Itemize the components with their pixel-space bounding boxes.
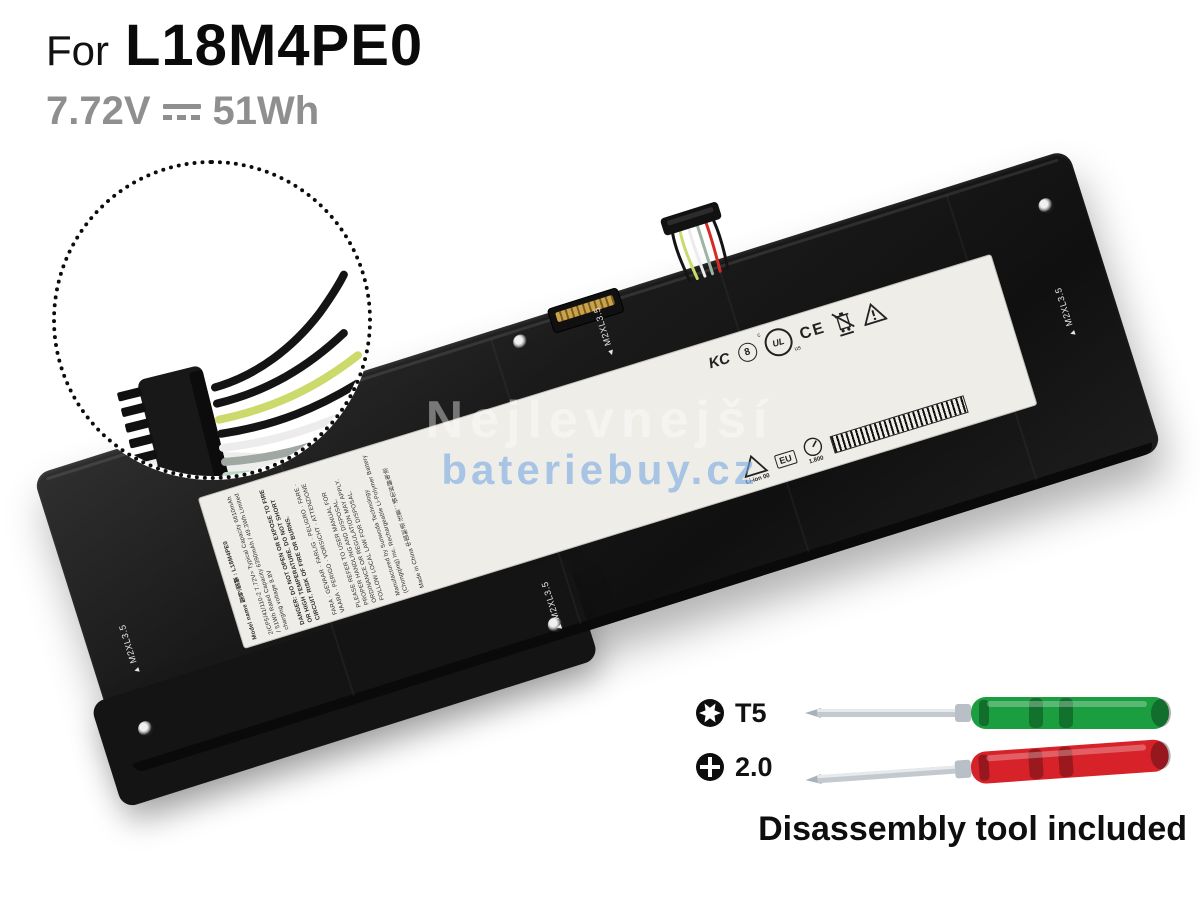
screw-hole (1036, 196, 1056, 216)
screw-marker: ▲ M2XL3.5 (1053, 286, 1078, 338)
screwdriver-ph2 (805, 739, 1171, 784)
title-line: For L18M4PE0 (46, 12, 423, 79)
eu-mark: EU (773, 449, 798, 469)
capacity-value: 51Wh (212, 89, 320, 133)
ce-mark: CE (797, 319, 828, 344)
dc-current-icon (162, 103, 201, 120)
label-certifications: KC 8 c UL us CE (704, 263, 1026, 488)
tool-row-t5: T5 (695, 686, 1187, 740)
torx-icon (696, 699, 724, 727)
cert-marks-row-1: KC 8 c UL us CE (705, 264, 992, 377)
battery-spec-label: Model name 型号/型號 : L18M4PE0 2ICP5/41/110… (197, 253, 1038, 649)
wire-harness-illustration (660, 202, 730, 283)
tool-size-label: T5 (735, 697, 767, 728)
barcode (828, 394, 969, 454)
connector-pins (555, 294, 616, 323)
battery-model-title: L18M4PE0 (125, 13, 424, 78)
header: For L18M4PE0 7.72V 51Wh (46, 12, 423, 134)
screw-marker-label: M2XL3.5 (1052, 286, 1075, 328)
warning-triangle-icon (864, 302, 888, 327)
gauge-dial-icon (803, 437, 822, 457)
battery-body: ▲ M2XL3.5 ▲ M2XL3.5 ◄ M2XL3.5 ▲ M2XL3.5 … (32, 149, 1163, 809)
screw-marker: ▲ M2XL3.5 (117, 623, 142, 675)
tools-caption: Disassembly tool included (758, 810, 1187, 848)
board-connector (546, 286, 625, 335)
triangle-icon: ◄ (604, 347, 617, 359)
screw-hole (511, 332, 531, 352)
spec-line: 7.72V 51Wh (46, 89, 423, 134)
tool-row-ph2: 2.0 (695, 739, 1187, 794)
title-prefix: For (46, 27, 109, 74)
cert-marks-row-2: Li-ion 00 EU 1.800 (738, 372, 1026, 486)
li-ion-recycle-mark: Li-ion 00 (738, 451, 771, 486)
connector-zoom-circle (52, 160, 372, 480)
voltage-value: 7.72V (46, 89, 151, 133)
wire-harness (640, 194, 754, 293)
ul-mark: c UL us (757, 324, 802, 360)
connector-closeup-illustration (96, 270, 368, 476)
rohs-8-mark: 8 (735, 340, 760, 364)
screwdriver-t5 (805, 697, 1171, 729)
kc-mark: KC (706, 349, 733, 372)
triangle-icon: ▲ (1066, 327, 1078, 339)
gauge-icon: 1.800 (800, 434, 827, 466)
tool-size-label: 2.0 (735, 751, 773, 782)
included-tools: T5 2.0 (695, 686, 1187, 849)
triangle-icon: ▲ (130, 664, 142, 676)
phillips-icon (696, 753, 724, 781)
recycle-triangle-icon (744, 454, 769, 479)
screw-marker-label: M2XL3.5 (116, 623, 139, 665)
weee-bin-icon (831, 312, 855, 337)
